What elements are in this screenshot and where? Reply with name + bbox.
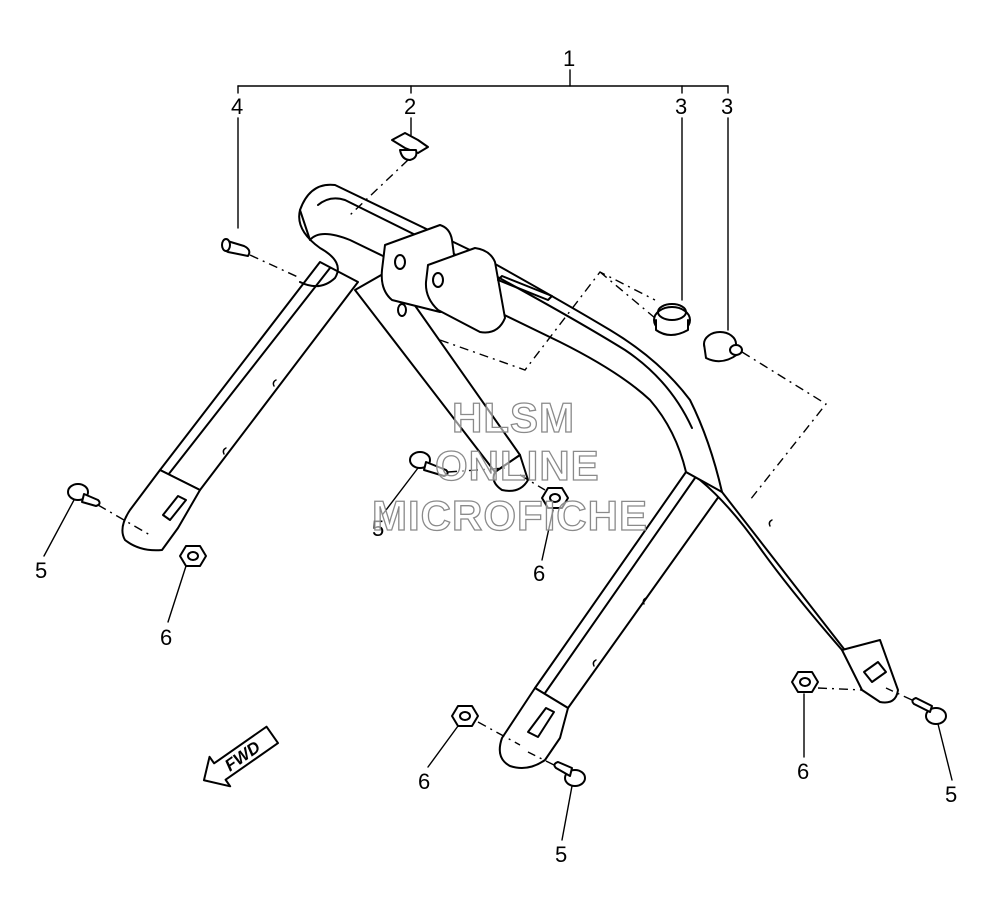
callout-6-center: 6 <box>533 561 545 586</box>
callout-2: 2 <box>404 94 416 119</box>
callout-6-right-rear: 6 <box>797 759 809 784</box>
callout-5-left: 5 <box>35 558 47 583</box>
bolt-left <box>67 483 151 536</box>
bolt-right-rear <box>885 687 947 725</box>
watermark: HLSM ONLINE MICROFICHE <box>371 393 648 539</box>
hose-clamp <box>349 132 429 216</box>
watermark-line-2: ONLINE <box>435 442 600 489</box>
callout-3-left: 3 <box>675 94 687 119</box>
callout-1: 1 <box>563 46 575 71</box>
callout-5-center: 5 <box>372 516 384 541</box>
damper-right <box>703 331 828 501</box>
leader-lines <box>43 467 953 841</box>
damper-left <box>599 271 691 336</box>
callout-numbers: 1 2 3 3 4 5 5 5 5 6 6 6 6 <box>35 46 957 867</box>
callout-6-right-front: 6 <box>418 769 430 794</box>
nut-left <box>179 545 207 567</box>
watermark-line-1: HLSM <box>452 394 575 441</box>
watermark-line-3: MICROFICHE <box>372 492 648 539</box>
nut-center <box>519 474 569 509</box>
arrow-icon <box>202 725 280 788</box>
callout-6-left: 6 <box>160 625 172 650</box>
nut-right-rear <box>791 671 863 693</box>
forward-direction-arrow: FWD <box>202 725 280 788</box>
callout-3-right: 3 <box>721 94 733 119</box>
bolt-center <box>409 451 506 477</box>
callout-5-right-rear: 5 <box>945 782 957 807</box>
bolt-right-front <box>527 751 586 787</box>
callout-5-right-front: 5 <box>555 842 567 867</box>
pin <box>221 238 301 279</box>
callout-4: 4 <box>231 94 243 119</box>
assembly-bracket <box>237 69 729 331</box>
